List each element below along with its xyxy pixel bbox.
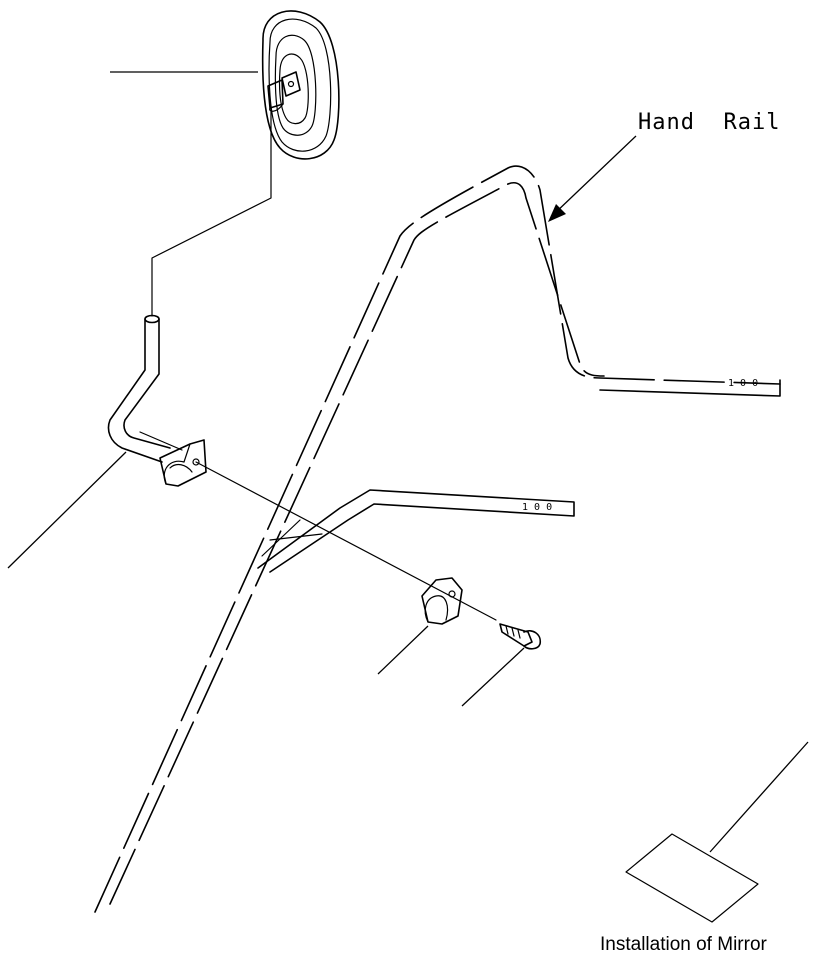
rail-end-marks-lower: 1 0 0	[522, 502, 552, 513]
rail-end-marks-upper: 1 0 0	[728, 378, 758, 389]
hand-rail-label: Hand Rail	[638, 110, 781, 135]
mirror-stay	[107, 314, 171, 463]
upper-clamp	[139, 431, 207, 487]
mirror-head	[261, 10, 340, 160]
stay-leader-line	[7, 451, 127, 569]
lower-clamp	[421, 577, 463, 625]
caption-label: Installation of Mirror	[600, 934, 767, 955]
bolt-leader-line	[461, 647, 525, 707]
hand-rail-arrow-head	[548, 204, 566, 222]
clamp-axis-line	[195, 461, 497, 621]
caption-sheet-icon	[625, 833, 759, 923]
hand-rail	[94, 165, 781, 913]
mirror-to-stay-line	[151, 107, 272, 317]
caption-leader-line	[709, 741, 809, 853]
lower-clamp-leader-line	[377, 625, 429, 675]
hand-rail-arrow-line	[553, 135, 637, 215]
bolt	[499, 623, 542, 650]
